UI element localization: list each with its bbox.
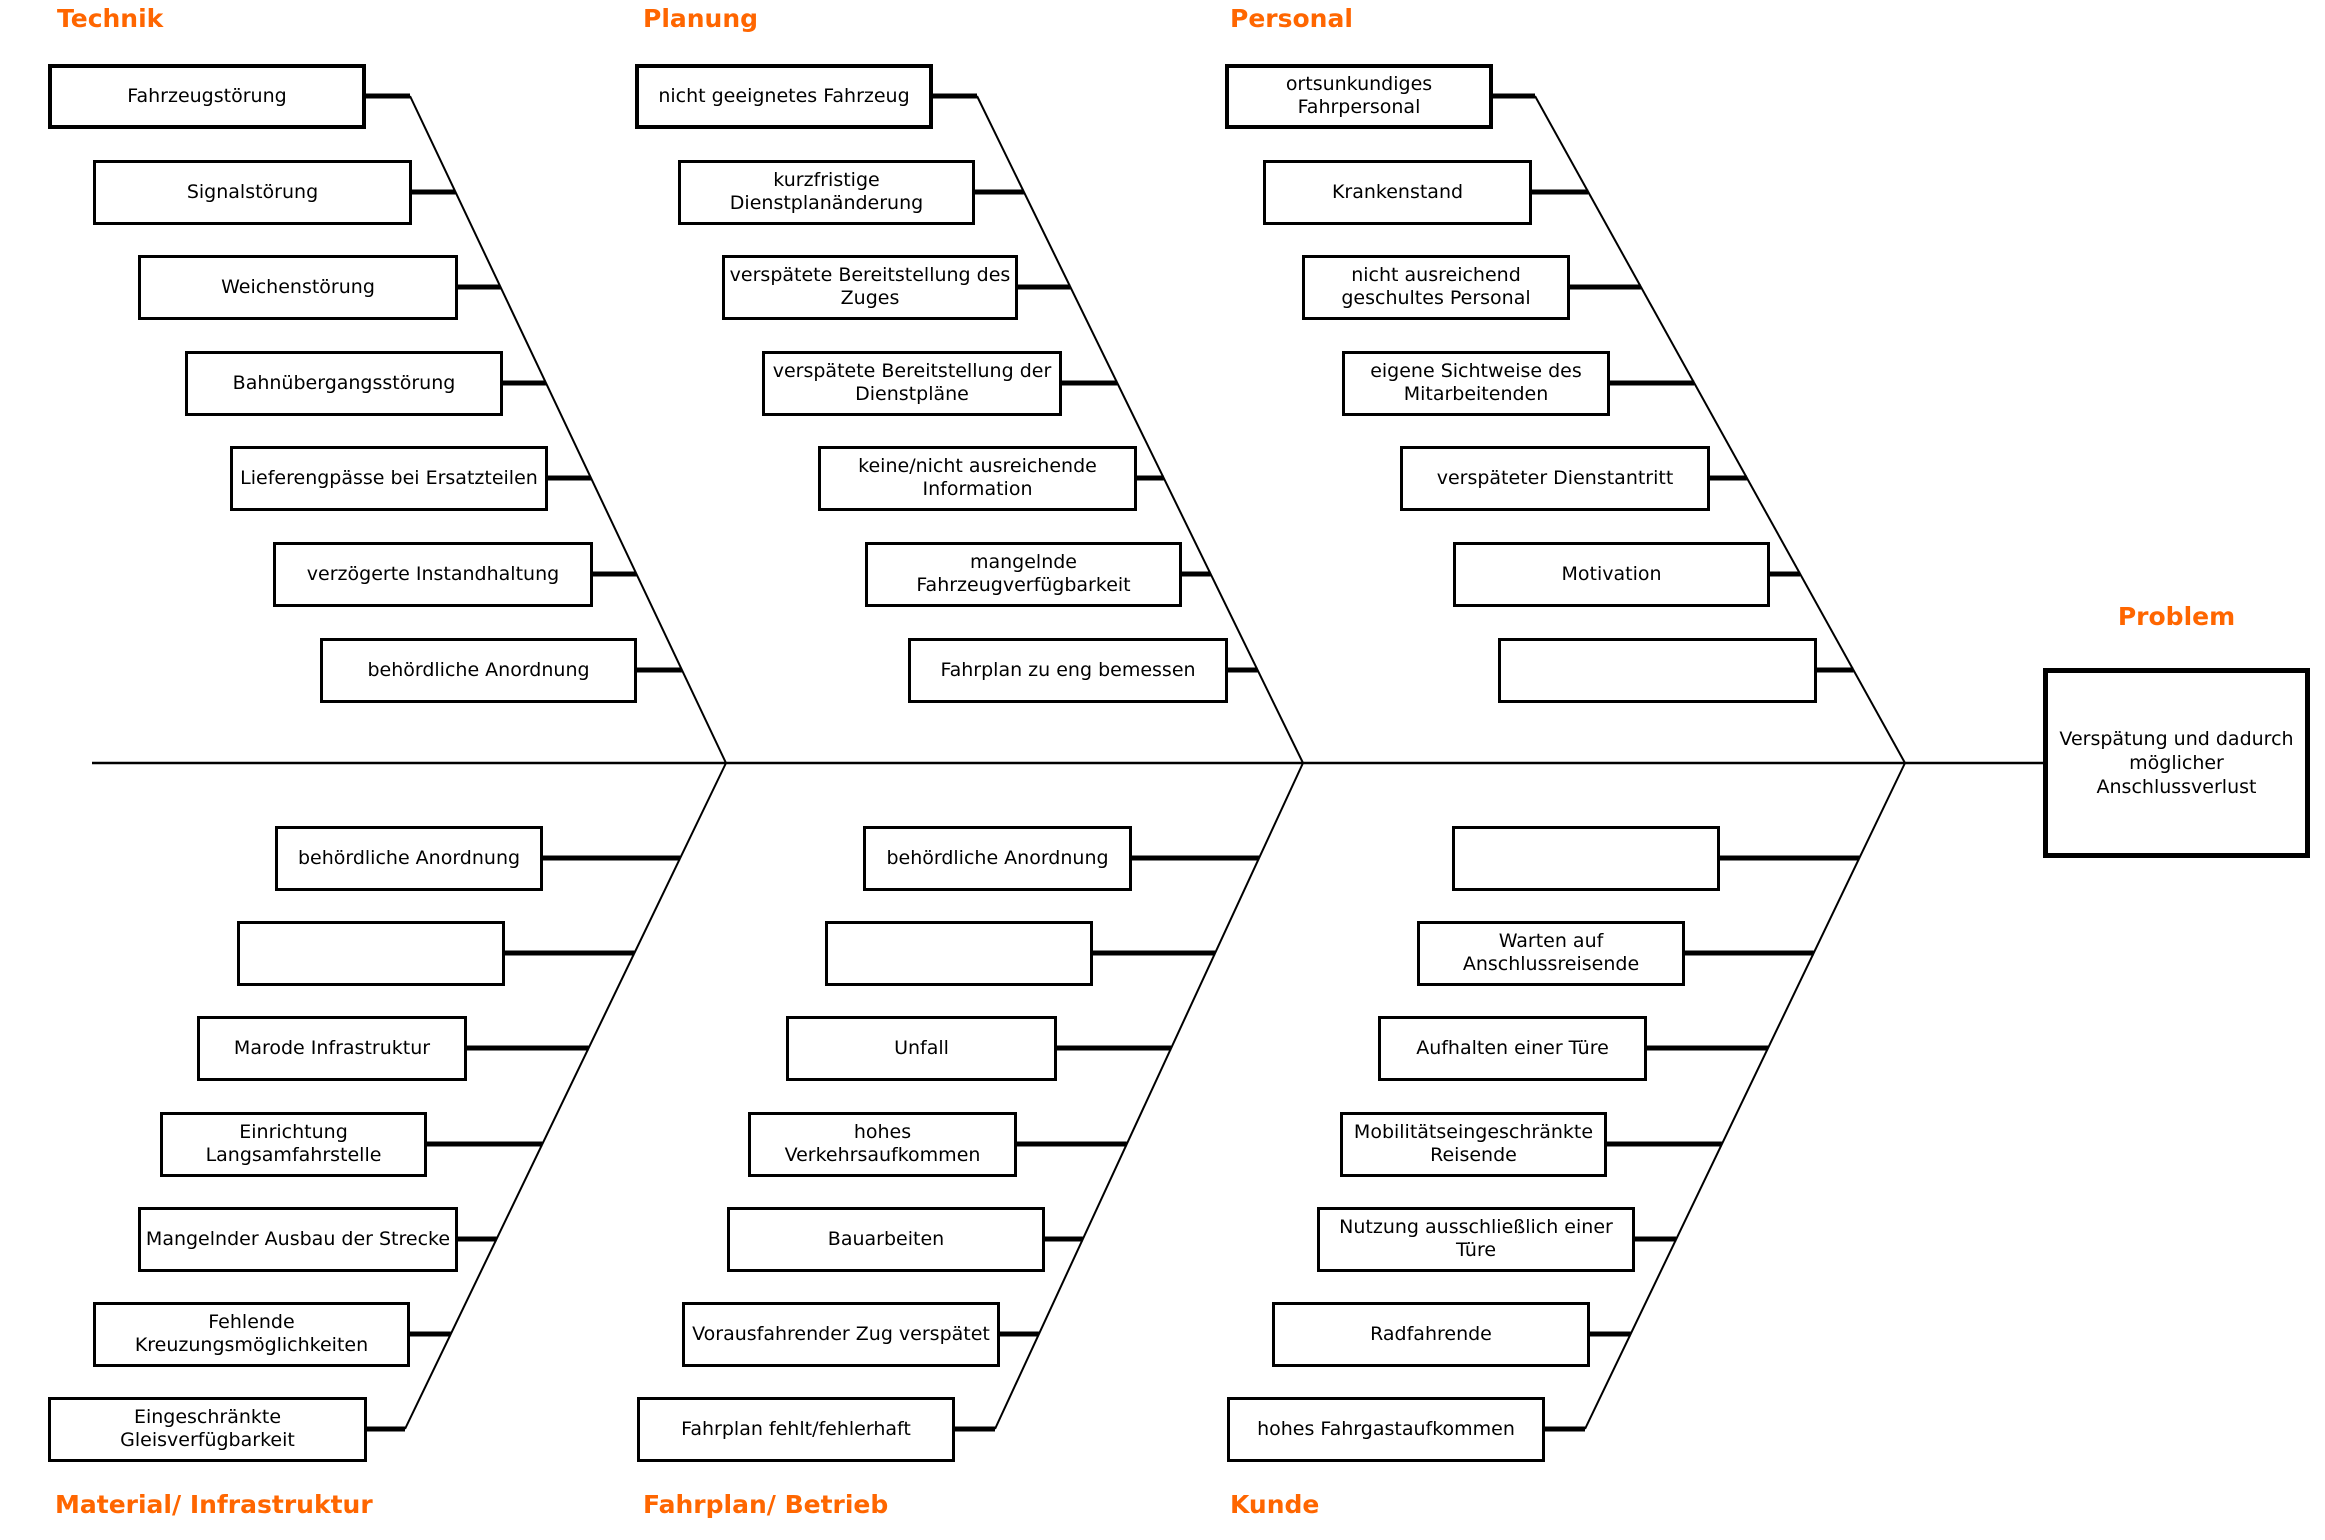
cause-box-planung-4[interactable]: verspätete Bereitstellung der Dienstplän… — [762, 350, 1062, 416]
category-label-technik: Technik — [57, 4, 164, 33]
category-label-fahrplan-betrieb: Fahrplan/ Betrieb — [643, 1490, 889, 1519]
cause-box-material-infrastruktur-6[interactable]: Fehlende Kreuzungsmöglichkeiten — [93, 1301, 410, 1367]
cause-box-technik-6[interactable]: verzögerte Instandhaltung — [273, 541, 593, 607]
cause-box-fahrplan-betrieb-7[interactable]: Fahrplan fehlt/fehlerhaft — [637, 1396, 955, 1462]
cause-box-material-infrastruktur-4[interactable]: Einrichtung Langsamfahrstelle — [160, 1111, 427, 1177]
cause-box-personal-7-empty[interactable] — [1498, 637, 1817, 703]
category-label-material-infrastruktur: Material/ Infrastruktur — [55, 1490, 373, 1519]
cause-box-personal-4[interactable]: eigene Sichtweise des Mitarbeitenden — [1342, 350, 1610, 416]
cause-box-material-infrastruktur-1[interactable]: behördliche Anordnung — [275, 825, 543, 891]
cause-box-technik-3[interactable]: Weichenstörung — [138, 254, 458, 320]
cause-box-personal-1[interactable]: ortsunkundiges Fahrpersonal — [1225, 63, 1493, 129]
bone-material-infrastruktur — [404, 762, 727, 1430]
cause-box-kunde-3[interactable]: Aufhalten einer Türe — [1378, 1015, 1647, 1081]
cause-box-material-infrastruktur-3[interactable]: Marode Infrastruktur — [197, 1015, 467, 1081]
bone-fahrplan-betrieb — [994, 762, 1304, 1430]
bone-technik — [409, 95, 727, 764]
cause-box-planung-2[interactable]: kurzfristige Dienstplanänderung — [678, 159, 975, 225]
cause-box-material-infrastruktur-7[interactable]: Eingeschränkte Gleisverfügbarkeit — [48, 1396, 367, 1462]
cause-box-fahrplan-betrieb-3[interactable]: Unfall — [786, 1015, 1057, 1081]
problem-label: Problem — [2117, 602, 2236, 631]
category-label-kunde: Kunde — [1230, 1490, 1320, 1519]
cause-box-technik-7[interactable]: behördliche Anordnung — [320, 637, 637, 703]
category-label-planung: Planung — [643, 4, 759, 33]
bone-planung — [976, 95, 1304, 764]
cause-box-material-infrastruktur-2-empty[interactable] — [237, 920, 505, 986]
cause-box-technik-4[interactable]: Bahnübergangsstörung — [185, 350, 503, 416]
cause-box-fahrplan-betrieb-1[interactable]: behördliche Anordnung — [863, 825, 1132, 891]
cause-box-kunde-5[interactable]: Nutzung ausschließlich einer Türe — [1317, 1206, 1635, 1272]
cause-box-kunde-6[interactable]: Radfahrende — [1272, 1301, 1590, 1367]
cause-box-technik-5[interactable]: Lieferengpässe bei Ersatzteilen — [230, 445, 548, 511]
cause-box-planung-3[interactable]: verspätete Bereitstellung des Zuges — [722, 254, 1018, 320]
problem-box[interactable]: Verspätung und dadurch möglicher Anschlu… — [2043, 668, 2310, 858]
cause-box-fahrplan-betrieb-2-empty[interactable] — [825, 920, 1093, 986]
cause-box-personal-5[interactable]: verspäteter Dienstantritt — [1400, 445, 1710, 511]
cause-box-personal-2[interactable]: Krankenstand — [1263, 159, 1532, 225]
cause-box-fahrplan-betrieb-4[interactable]: hohes Verkehrsaufkommen — [748, 1111, 1017, 1177]
bone-personal — [1534, 95, 1906, 764]
cause-box-technik-1[interactable]: Fahrzeugstörung — [48, 63, 366, 129]
cause-box-fahrplan-betrieb-5[interactable]: Bauarbeiten — [727, 1206, 1045, 1272]
cause-box-technik-2[interactable]: Signalstörung — [93, 159, 412, 225]
cause-box-personal-3[interactable]: nicht ausreichend geschultes Personal — [1302, 254, 1570, 320]
cause-box-fahrplan-betrieb-6[interactable]: Vorausfahrender Zug verspätet — [682, 1301, 1000, 1367]
cause-box-kunde-1-empty[interactable] — [1452, 825, 1720, 891]
cause-box-planung-1[interactable]: nicht geeignetes Fahrzeug — [635, 63, 933, 129]
cause-box-personal-6[interactable]: Motivation — [1453, 541, 1770, 607]
cause-box-material-infrastruktur-5[interactable]: Mangelnder Ausbau der Strecke — [138, 1206, 458, 1272]
cause-box-kunde-2[interactable]: Warten auf Anschlussreisende — [1417, 920, 1685, 986]
cause-box-kunde-4[interactable]: Mobilitätseingeschränkte Reisende — [1340, 1111, 1607, 1177]
bone-kunde — [1584, 762, 1906, 1430]
cause-box-planung-5[interactable]: keine/nicht ausreichende Information — [818, 445, 1137, 511]
category-label-personal: Personal — [1230, 4, 1353, 33]
cause-box-kunde-7[interactable]: hohes Fahrgastaufkommen — [1227, 1396, 1545, 1462]
cause-box-planung-7[interactable]: Fahrplan zu eng bemessen — [908, 637, 1228, 703]
cause-box-planung-6[interactable]: mangelnde Fahrzeugverfügbarkeit — [865, 541, 1182, 607]
